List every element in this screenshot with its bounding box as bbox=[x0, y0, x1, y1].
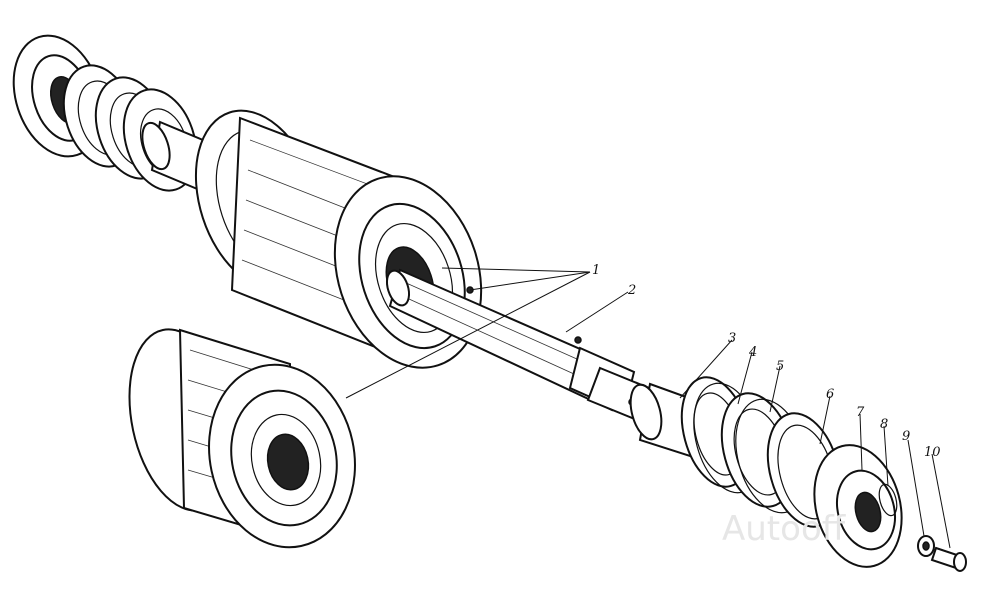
part-label-9: 9 bbox=[902, 429, 910, 444]
part-label-6: 6 bbox=[826, 387, 834, 402]
part-label-7: 7 bbox=[856, 405, 865, 420]
part-label-3: 3 bbox=[728, 331, 736, 346]
clip-part-8 bbox=[878, 483, 898, 517]
washer-part-9 bbox=[917, 535, 935, 557]
part-label-2: 2 bbox=[627, 283, 636, 298]
bolt-part-10 bbox=[930, 546, 967, 572]
track-roller-main bbox=[194, 109, 483, 369]
part-label-4: 4 bbox=[748, 345, 757, 360]
part-label-1: 1 bbox=[592, 263, 600, 278]
part-label-10: 10 bbox=[924, 445, 941, 460]
left-bearing-stack bbox=[12, 34, 224, 198]
leader-lines bbox=[345, 267, 951, 549]
cover-part-7 bbox=[813, 444, 903, 568]
part-label-8: 8 bbox=[880, 417, 888, 432]
part-label-5: 5 bbox=[776, 359, 784, 374]
watermark-text: Autooff bbox=[722, 509, 847, 549]
track-roller-spare bbox=[128, 328, 356, 549]
